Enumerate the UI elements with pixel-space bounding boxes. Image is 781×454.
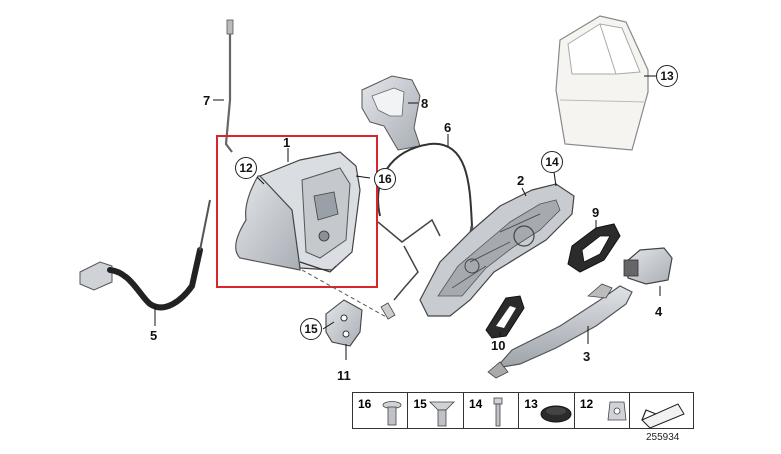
release-cable	[79, 199, 211, 311]
label-4: 4	[655, 304, 663, 319]
legend-icons	[382, 397, 685, 429]
label-1: 1	[283, 135, 291, 150]
label-6: 6	[444, 120, 452, 135]
catalog-number: 255934	[646, 432, 680, 443]
door-lock	[235, 151, 361, 273]
operating-rod	[224, 19, 234, 153]
legend-number: 13	[524, 397, 538, 411]
door-shell	[555, 15, 649, 151]
outer-handle	[487, 283, 633, 379]
leader-lines	[154, 75, 661, 360]
label-11: 11	[337, 368, 351, 383]
circle-label-12: 12	[235, 157, 257, 179]
circle-label-14: 14	[541, 151, 563, 173]
legend-cell-12: 12	[575, 393, 631, 428]
legend-number: 14	[468, 397, 483, 411]
label-3: 3	[583, 349, 591, 364]
legend-cell-14: 14	[464, 393, 520, 428]
label-2: 2	[517, 173, 525, 188]
striker-plate	[325, 299, 363, 347]
label-5: 5	[150, 328, 158, 343]
legend-cell-arrow	[630, 393, 693, 428]
cylinder-cover	[623, 247, 673, 285]
legend-number: 12	[579, 397, 594, 411]
label-9: 9	[592, 205, 600, 220]
handle-carrier	[419, 183, 575, 317]
legend-cell-15: 15	[408, 393, 464, 428]
circle-label-16: 16	[374, 168, 396, 190]
label-10: 10	[491, 338, 506, 353]
label-7: 7	[203, 93, 211, 108]
legend-number: 16	[358, 397, 372, 411]
circle-label-15: 15	[300, 318, 322, 340]
lock-bracket	[361, 75, 421, 151]
legend-number: 15	[413, 397, 427, 411]
legend-cell-16: 16	[353, 393, 409, 428]
circle-label-13: 13	[656, 65, 678, 87]
hardware-legend: 16 15 14 13 12	[352, 392, 694, 429]
highlight-box	[216, 135, 378, 288]
label-8: 8	[421, 96, 429, 111]
legend-cell-13: 13	[519, 393, 575, 428]
